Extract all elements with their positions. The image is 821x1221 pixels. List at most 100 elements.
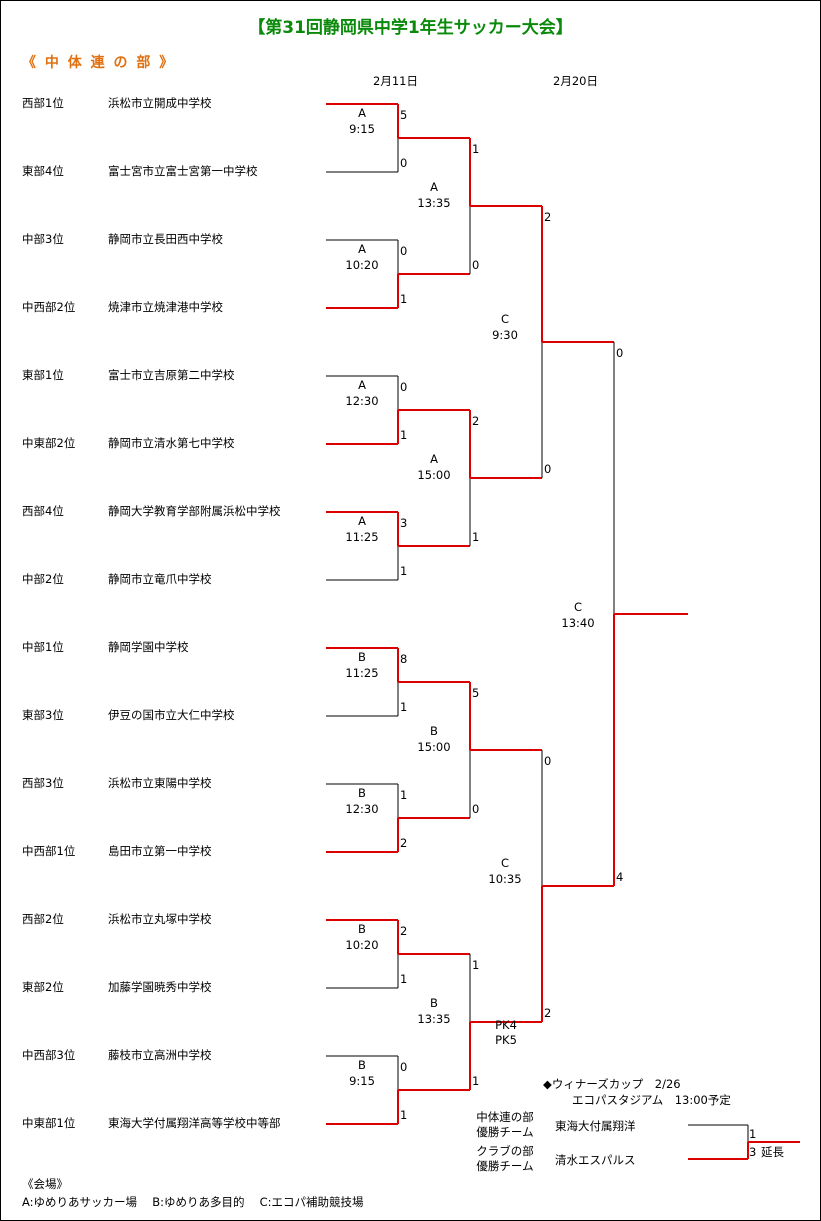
team-rank: 中東部2位 [22,436,76,450]
final-score-bottom: 4 [616,870,624,884]
team-name: 浜松市立丸塚中学校 [108,912,212,926]
sf-time: 10:35 [488,872,522,886]
r1-match-venue: B [358,1058,366,1072]
r1-match-score-top: 8 [400,652,408,666]
section-heading: 《 中 体 連 の 部 》 [22,55,176,71]
qf-time: 13:35 [417,196,451,210]
r1-match-venue: A [358,514,366,528]
r1-match-score-top: 0 [400,244,408,258]
r1-match-score-top: 5 [400,108,408,122]
qf-score-bottom: 0 [472,802,480,816]
team-rank: 中東部1位 [22,1116,76,1130]
sf-venue: C [500,856,510,870]
qf-venue: A [430,180,438,194]
sf-score-bottom: 2 [544,1006,552,1020]
r1-match-score-bottom: 1 [400,972,408,986]
winners-cup-score-top: 1 [749,1127,757,1141]
team-name: 富士市立吉原第二中学校 [108,368,235,382]
sf-score-top: 2 [544,210,552,224]
final-score-top: 0 [616,346,624,360]
team-name: 静岡学園中学校 [108,640,189,654]
venues-list: A:ゆめりあサッカー場 B:ゆめりあ多目的 C:エコパ補助競技場 [22,1195,364,1209]
r1-match-score-top: 0 [400,1060,408,1074]
team-name: 浜松市立東陽中学校 [108,776,212,790]
team-name: 藤枝市立高洲中学校 [108,1048,212,1062]
team-rank: 西部4位 [22,504,64,518]
team-name: 浜松市立開成中学校 [108,96,212,110]
club-winner-team: 清水エスパルス [555,1153,636,1167]
team-rank: 西部3位 [22,776,64,790]
qf-score-bottom: 0 [472,258,480,272]
junior-winner-team: 東海大付属翔洋 [555,1119,636,1133]
team-rank: 東部4位 [22,164,64,178]
qf-score-top: 5 [472,686,480,700]
team-rank: 中部1位 [22,640,64,654]
pk-score-top: PK4 [495,1018,517,1032]
qf-venue: B [430,996,438,1010]
r1-match-time: 12:30 [345,394,379,408]
team-rank: 中西部3位 [22,1048,76,1062]
pk-score-bottom: PK5 [495,1033,517,1047]
team-name: 静岡大学教育学部附属浜松中学校 [108,504,281,518]
r1-match-time: 11:25 [345,530,379,544]
qf-time: 15:00 [417,468,451,482]
r1-match-score-bottom: 0 [400,156,408,170]
team-rank: 東部3位 [22,708,64,722]
team-rank: 東部1位 [22,368,64,382]
team-rank: 西部2位 [22,912,64,926]
final-time: 13:40 [561,616,595,630]
date-round1: 2月11日 [373,74,418,88]
r1-match-venue: B [358,650,366,664]
qf-venue: B [430,724,438,738]
winners-cup-score-bottom: 3 [749,1145,757,1159]
sf-venue: C [500,312,510,326]
r1-match-score-top: 2 [400,924,408,938]
team-rank: 東部2位 [22,980,64,994]
team-rank: 中西部1位 [22,844,76,858]
team-name: 静岡市立竜爪中学校 [108,572,212,586]
r1-match-time: 12:30 [345,802,379,816]
r1-match-time: 9:15 [349,122,375,136]
qf-venue: A [430,452,438,466]
team-name: 東海大学付属翔洋高等学校中等部 [108,1116,281,1130]
winners-cup-venue: エコパスタジアム 13:00予定 [572,1093,731,1107]
r1-match-score-bottom: 1 [400,700,408,714]
qf-score-top: 2 [472,414,480,428]
qf-score-bottom: 1 [472,530,480,544]
r1-match-time: 11:25 [345,666,379,680]
team-name: 静岡市立長田西中学校 [108,232,223,246]
team-rank: 中部3位 [22,232,64,246]
r1-match-venue: A [358,378,366,392]
r1-match-time: 9:15 [349,1074,375,1088]
qf-score-bottom: 1 [472,1074,480,1088]
final-venue: C [573,600,583,614]
sf-score-bottom: 0 [544,462,552,476]
r1-match-time: 10:20 [345,938,379,952]
sf-time: 9:30 [492,328,518,342]
team-name: 富士宮市立富士宮第一中学校 [108,164,258,178]
venues-heading: 《会場》 [22,1177,68,1191]
qf-score-top: 1 [472,958,480,972]
winners-cup-extra-time: 延長 [761,1145,784,1159]
team-name: 加藤学園暁秀中学校 [108,980,212,994]
team-rank: 中西部2位 [22,300,76,314]
club-label-1: クラブの部 [476,1144,534,1158]
r1-match-score-bottom: 2 [400,836,408,850]
qf-time: 13:35 [417,1012,451,1026]
r1-match-score-top: 0 [400,380,408,394]
page-title: 【第31回静岡県中学1年生サッカー大会】 [248,18,573,38]
team-rank: 西部1位 [22,96,64,110]
r1-match-score-top: 3 [400,516,408,530]
r1-match-venue: A [358,242,366,256]
team-rank: 中部2位 [22,572,64,586]
r1-match-time: 10:20 [345,258,379,272]
team-name: 静岡市立清水第七中学校 [108,436,235,450]
date-final-rounds: 2月20日 [553,74,598,88]
club-label-2: 優勝チーム [476,1159,534,1173]
qf-time: 15:00 [417,740,451,754]
junior-label-1: 中体連の部 [476,1110,534,1124]
r1-match-score-bottom: 1 [400,428,408,442]
r1-match-venue: B [358,922,366,936]
r1-match-venue: A [358,106,366,120]
